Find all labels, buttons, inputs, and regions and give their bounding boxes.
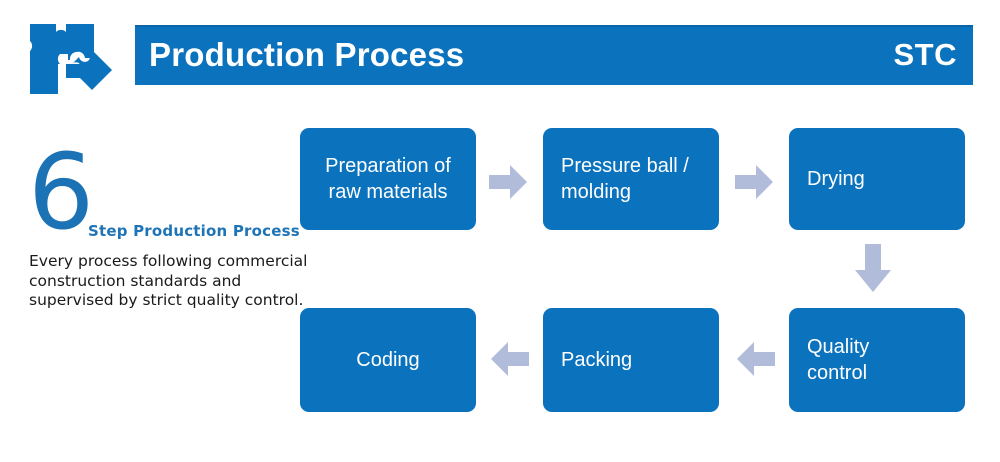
puzzle-pieces-icon [26, 18, 118, 100]
step-count-label: Step Production Process [88, 222, 300, 240]
process-box-quality-control[interactable]: Quality control [789, 308, 965, 412]
process-box-label: Coding [356, 349, 420, 371]
process-box-label: Quality control [807, 336, 870, 384]
process-box-label: Preparation of raw materials [325, 155, 451, 203]
brand-label: STC [893, 37, 957, 72]
process-box-packing[interactable]: Packing [543, 308, 719, 412]
arrow-right-icon-2 [735, 163, 773, 201]
intro-description: Every process following commercial const… [29, 252, 308, 309]
arrow-left-icon-1 [737, 340, 775, 378]
process-box-label: Drying [807, 168, 865, 190]
process-box-preparation[interactable]: Preparation of raw materials [300, 128, 476, 230]
process-box-label: Packing [561, 349, 633, 371]
header-bar: Production Process STC [135, 25, 973, 85]
arrow-right-icon-1 [489, 163, 527, 201]
arrow-down-icon [853, 244, 893, 292]
process-box-drying[interactable]: Drying [789, 128, 965, 230]
process-box-pressure-ball-molding[interactable]: Pressure ball / molding [543, 128, 719, 230]
process-box-coding[interactable]: Coding [300, 308, 476, 412]
page-title: Production Process [149, 36, 465, 73]
process-box-label: Pressure ball / molding [561, 155, 689, 203]
arrow-left-icon-2 [491, 340, 529, 378]
step-count-number: 6 [28, 131, 95, 253]
